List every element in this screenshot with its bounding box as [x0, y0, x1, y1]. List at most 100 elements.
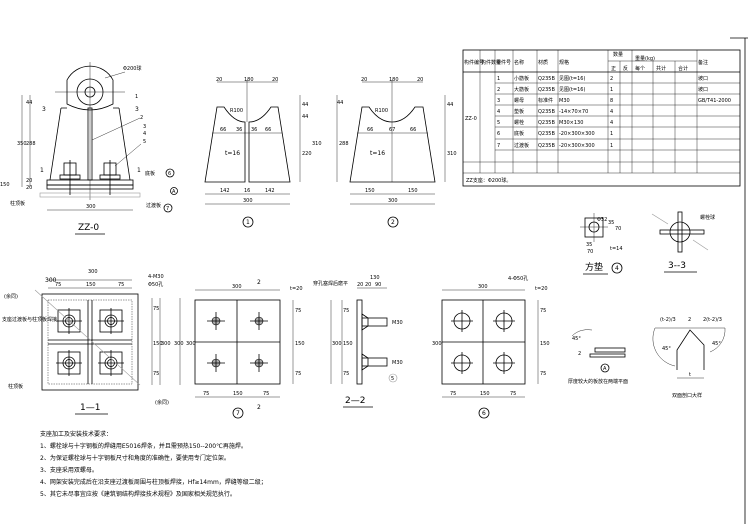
svg-text:(余同): (余同) — [4, 293, 18, 300]
cell-name: 螺栓 — [514, 119, 524, 126]
cell-name: 小筋板 — [514, 75, 529, 82]
svg-text:150: 150 — [480, 391, 490, 397]
svg-text:300: 300 — [332, 341, 342, 347]
svg-text:150: 150 — [343, 341, 353, 347]
anchor-bolt — [56, 350, 82, 376]
svg-text:75: 75 — [118, 282, 124, 288]
svg-text:Φ50孔: Φ50孔 — [148, 281, 163, 288]
svg-text:142: 142 — [220, 188, 230, 194]
anchor-bolt — [98, 350, 124, 376]
svg-text:300: 300 — [161, 341, 171, 347]
svg-text:1: 1 — [246, 219, 250, 226]
cell-mat: Q235B — [538, 87, 555, 93]
svg-text:300: 300 — [232, 284, 242, 290]
cell-no: 2 — [497, 87, 500, 93]
table-header: 材质 — [538, 59, 548, 66]
svg-text:75: 75 — [510, 391, 516, 397]
svg-text:4: 4 — [143, 131, 146, 137]
svg-text:67: 67 — [389, 127, 395, 133]
svg-text:44: 44 — [26, 100, 32, 106]
svg-text:t: t — [689, 372, 691, 378]
svg-text:300: 300 — [174, 341, 184, 347]
svg-text:厚度较大的板放在两端平面: 厚度较大的板放在两端平面 — [568, 378, 628, 385]
svg-text:1: 1 — [135, 94, 138, 100]
cell-mat: Q235B — [538, 143, 555, 149]
svg-text:150: 150 — [0, 182, 10, 188]
svg-text:75: 75 — [540, 308, 546, 314]
plug-weld-hole — [250, 312, 268, 330]
svg-text:过渡板: 过渡板 — [146, 202, 161, 209]
svg-text:4-M30: 4-M30 — [148, 274, 164, 280]
svg-text:3: 3 — [143, 124, 146, 130]
svg-text:36: 36 — [251, 127, 257, 133]
cell-remark: 坡口 — [698, 86, 708, 93]
table-header: 构件编号 — [464, 59, 484, 66]
svg-text:(t-2)/3: (t-2)/3 — [660, 317, 676, 323]
svg-text:150: 150 — [233, 391, 243, 397]
table-header: 每个 — [635, 65, 645, 72]
svg-text:20: 20 — [361, 77, 367, 83]
svg-text:20: 20 — [365, 282, 371, 288]
svg-text:方垫: 方垫 — [585, 261, 603, 273]
cell-no: 1 — [497, 76, 500, 82]
svg-text:20: 20 — [357, 282, 363, 288]
svg-text:75: 75 — [343, 371, 349, 377]
svg-text:t=20: t=20 — [535, 286, 548, 292]
svg-text:75: 75 — [203, 391, 209, 397]
svg-text:A: A — [172, 189, 176, 195]
svg-text:t=16: t=16 — [370, 150, 385, 157]
svg-text:2: 2 — [257, 279, 261, 286]
bolt-hole — [493, 352, 515, 374]
table-header: 重量(kg) — [635, 55, 655, 62]
svg-text:2、为保证螺栓球与十字钢板尺寸和角度的准确性，要使用专门定位: 2、为保证螺栓球与十字钢板尺寸和角度的准确性，要使用专门定位架。 — [40, 454, 230, 462]
svg-text:M30: M30 — [392, 320, 403, 326]
table-header: 数量 — [613, 51, 623, 58]
svg-text:66: 66 — [367, 127, 373, 133]
svg-text:70: 70 — [587, 249, 593, 255]
svg-text:75: 75 — [540, 371, 546, 377]
svg-text:300: 300 — [432, 341, 442, 347]
cell-qty: 2 — [610, 76, 613, 82]
cell-name: 螺母 — [514, 97, 524, 104]
cell-spec: M30 — [559, 98, 570, 104]
svg-text:75: 75 — [55, 282, 61, 288]
svg-text:288: 288 — [339, 141, 349, 147]
svg-text:螺栓球: 螺栓球 — [700, 214, 715, 221]
svg-text:支座加工及安装技术要求：: 支座加工及安装技术要求： — [40, 430, 112, 438]
svg-text:150: 150 — [153, 341, 163, 347]
anchor-bolt-right — [99, 160, 121, 195]
svg-text:75: 75 — [295, 308, 301, 314]
cell-spec: M30×130 — [559, 120, 583, 126]
svg-text:2: 2 — [391, 219, 395, 226]
svg-text:35: 35 — [608, 220, 614, 226]
svg-text:300: 300 — [186, 341, 196, 347]
svg-text:75: 75 — [295, 371, 301, 377]
svg-text:3--3: 3--3 — [668, 261, 686, 271]
view-title-zz0: ZZ-0 — [78, 223, 99, 233]
cell-mat: Q235B — [538, 76, 555, 82]
cell-name: 底板 — [514, 130, 524, 137]
cell-spec: 见图(t=16) — [559, 87, 585, 93]
cell-qty: 4 — [610, 120, 613, 126]
svg-text:M30: M30 — [392, 360, 403, 366]
view-title-2-2: 2—2 — [345, 396, 365, 406]
svg-text:35: 35 — [586, 242, 592, 248]
svg-text:150: 150 — [86, 282, 96, 288]
svg-text:288: 288 — [26, 141, 36, 147]
svg-text:75: 75 — [343, 308, 349, 314]
svg-text:支座过渡板与柱顶板焊接: 支座过渡板与柱顶板焊接 — [2, 316, 57, 323]
svg-text:66: 66 — [265, 127, 271, 133]
svg-text:300: 300 — [45, 277, 57, 284]
svg-text:双面剖口大样: 双面剖口大样 — [672, 392, 702, 399]
cell-qty: 8 — [610, 98, 613, 104]
